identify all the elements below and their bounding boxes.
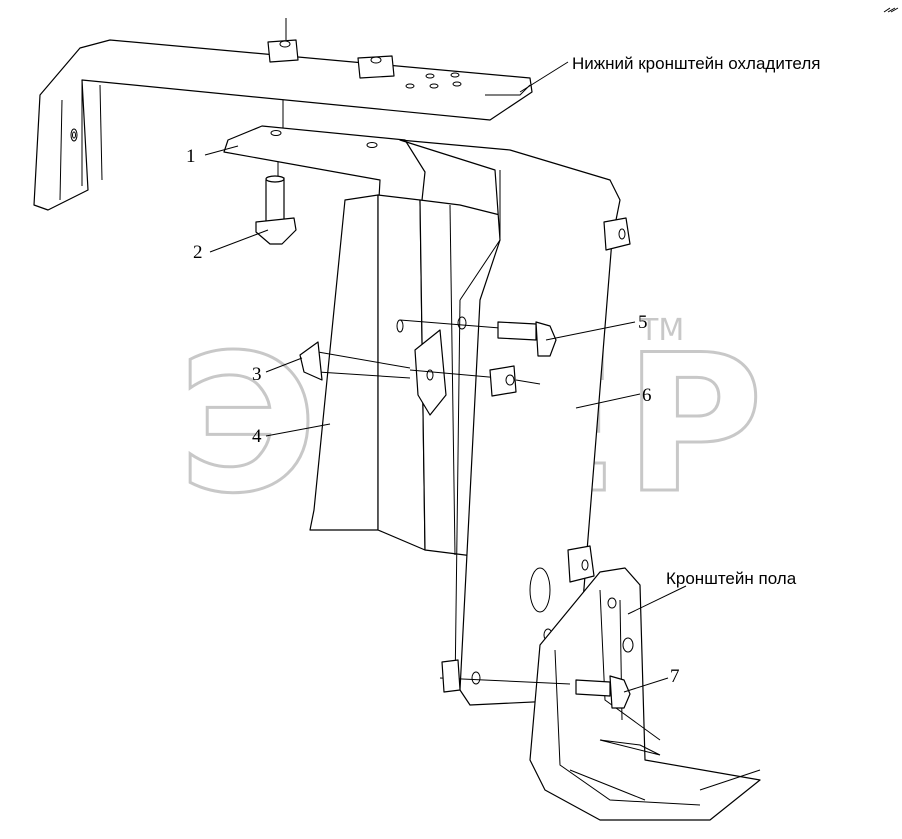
callout-5: 5 [638,312,648,333]
leader-3 [265,357,303,373]
tab-hole [426,369,434,381]
leader-7 [623,677,669,693]
part-5-bolt [396,319,557,357]
leader-floor-bracket [627,585,687,615]
label-cooler-bracket: Нижний кронштейн охладителя [572,54,820,73]
callout-6: 6 [642,385,652,406]
leader-1 [204,145,239,156]
callout-1: 1 [186,146,196,167]
part-2-bolt [255,175,297,245]
part-3-bolt [299,341,541,397]
watermark-tm: ТМ [639,313,684,348]
leader-cooler-bracket [519,61,569,93]
corner-mark [883,7,899,13]
leader-2 [209,229,269,253]
part-7-bolt [439,659,631,709]
leader-5 [545,321,636,341]
callout-2: 2 [193,242,203,263]
leader-4 [265,423,331,437]
part-6-plate [399,139,631,706]
callout-4: 4 [252,426,262,447]
leader-6 [575,393,641,409]
label-floor-bracket: Кронштейн пола [666,569,797,588]
part-4-panel [309,194,506,561]
tab-bracket [414,329,447,416]
cooler-bracket-part [33,18,533,211]
callout-3: 3 [252,364,262,385]
callout-7: 7 [670,666,680,687]
